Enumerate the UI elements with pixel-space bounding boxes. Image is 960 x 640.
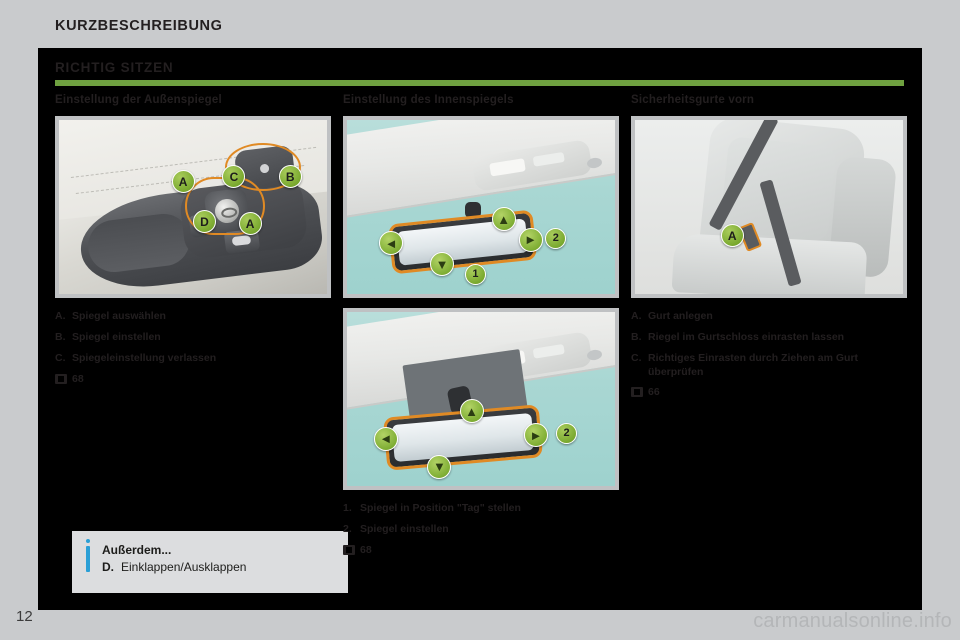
info-box-also: Außerdem... D. Einklappen/Ausklappen: [72, 531, 348, 593]
callout-2-bottom: 2: [556, 423, 578, 445]
list-item-key: 1.: [343, 502, 352, 514]
book-icon: [631, 387, 643, 398]
list-item-text: Gurt anlegen: [648, 310, 713, 322]
figure-door-panel-mirror-controls: A C B D A: [55, 116, 331, 298]
page-reference-number: 68: [72, 372, 84, 385]
info-box-title: Außerdem...: [102, 543, 172, 557]
column-seat-belts: Sicherheitsgurte vorn A A. Gurt anlegen …: [631, 94, 907, 594]
column-3-heading: Sicherheitsgurte vorn: [631, 94, 755, 106]
column-2-heading: Einstellung des Innenspiegels: [343, 94, 514, 106]
list-item: 2. Spiegel einstellen: [343, 523, 619, 537]
watermark: carmanualsonline.info: [753, 610, 952, 632]
arrow-up-icon: ▲: [491, 207, 516, 231]
callout-a-2: A: [238, 212, 262, 236]
three-column-layout: Einstellung der Außenspiegel A C B: [55, 94, 907, 594]
arrow-down-icon: ▼: [430, 252, 455, 277]
arrow-left-icon: ◄: [373, 426, 398, 451]
list-item: A. Gurt anlegen: [631, 310, 907, 324]
content-panel: RICHTIG SITZEN Einstellung der Außenspie…: [38, 48, 922, 610]
section-accent-rule: [55, 80, 904, 86]
callout-a-1: A: [171, 170, 195, 194]
list-item-key: B.: [631, 330, 642, 343]
list-item: C. Spiegeleinstellung verlassen: [55, 352, 331, 366]
figure-front-seat-belt: A: [631, 116, 907, 298]
book-icon: [343, 544, 355, 555]
callout-1: 1: [464, 264, 486, 286]
list-item-key: C.: [55, 351, 66, 364]
list-item: B. Spiegel einstellen: [55, 331, 331, 345]
figure-interior-mirror-day-position: ◄ ▲ ► ▼ 1 2: [343, 116, 619, 298]
list-item-text: Spiegel auswählen: [72, 310, 166, 322]
page-reference: 68: [343, 544, 619, 556]
list-item-text: Spiegeleinstellung verlassen: [72, 351, 217, 364]
list-item-key: 2.: [343, 522, 352, 535]
page-reference: 68: [55, 373, 331, 385]
book-icon: [55, 373, 67, 384]
column-1-list: A. Spiegel auswählen B. Spiegel einstell…: [55, 310, 331, 385]
arrow-right-icon: ►: [518, 227, 543, 252]
info-box-text: Einklappen/Ausklappen: [121, 560, 247, 574]
list-item: 1. Spiegel in Position "Tag" stellen: [343, 502, 619, 516]
section-heading: RICHTIG SITZEN: [55, 60, 174, 75]
page-number: 12: [16, 608, 33, 625]
column-2-list: 1. Spiegel in Position "Tag" stellen 2. …: [343, 502, 619, 556]
list-item: A. Spiegel auswählen: [55, 310, 331, 324]
column-exterior-mirrors: Einstellung der Außenspiegel A C B: [55, 94, 348, 594]
page-title: KURZBESCHREIBUNG: [55, 18, 223, 34]
list-item-text: Riegel im Gurtschloss einrasten lassen: [648, 330, 845, 343]
info-box-row: D. Einklappen/Ausklappen: [102, 560, 246, 574]
page-reference-number: 68: [360, 543, 372, 556]
callout-b: B: [278, 165, 302, 189]
column-interior-mirror: Einstellung des Innenspiegels ◄ ▲ ► ▼ 1 …: [343, 94, 619, 594]
arrow-right-icon: ►: [523, 423, 548, 448]
page-reference-number: 66: [648, 386, 660, 399]
callout-2-top: 2: [545, 227, 567, 249]
figure-interior-mirror-adjust: ◄ ▲ ► ▼ 2: [343, 308, 619, 490]
arrow-up-icon: ▲: [459, 399, 484, 423]
page-reference: 66: [631, 386, 907, 398]
list-item-key: B.: [55, 330, 66, 343]
list-item: B. Riegel im Gurtschloss einrasten lasse…: [631, 331, 907, 345]
list-item-key: C.: [631, 351, 642, 364]
callout-d: D: [193, 210, 216, 234]
list-item-text: Spiegel einstellen: [72, 330, 161, 343]
list-item-text: Spiegel einstellen: [360, 522, 449, 535]
list-item-key: A.: [631, 310, 642, 322]
list-item-text: Spiegel in Position "Tag" stellen: [360, 502, 521, 514]
column-1-heading: Einstellung der Außenspiegel: [55, 94, 222, 106]
info-box-key: D.: [102, 560, 114, 574]
callout-c: C: [222, 165, 246, 189]
list-item: C. Richtiges Einrasten durch Ziehen am G…: [631, 352, 907, 380]
info-icon: [86, 539, 90, 572]
list-item-key: A.: [55, 310, 66, 322]
list-item-text: Richtiges Einrasten durch Ziehen am Gurt…: [648, 351, 859, 378]
column-3-list: A. Gurt anlegen B. Riegel im Gurtschloss…: [631, 310, 907, 398]
arrow-down-icon: ▼: [427, 454, 452, 479]
callout-a: A: [720, 224, 744, 248]
arrow-left-icon: ◄: [379, 231, 404, 256]
